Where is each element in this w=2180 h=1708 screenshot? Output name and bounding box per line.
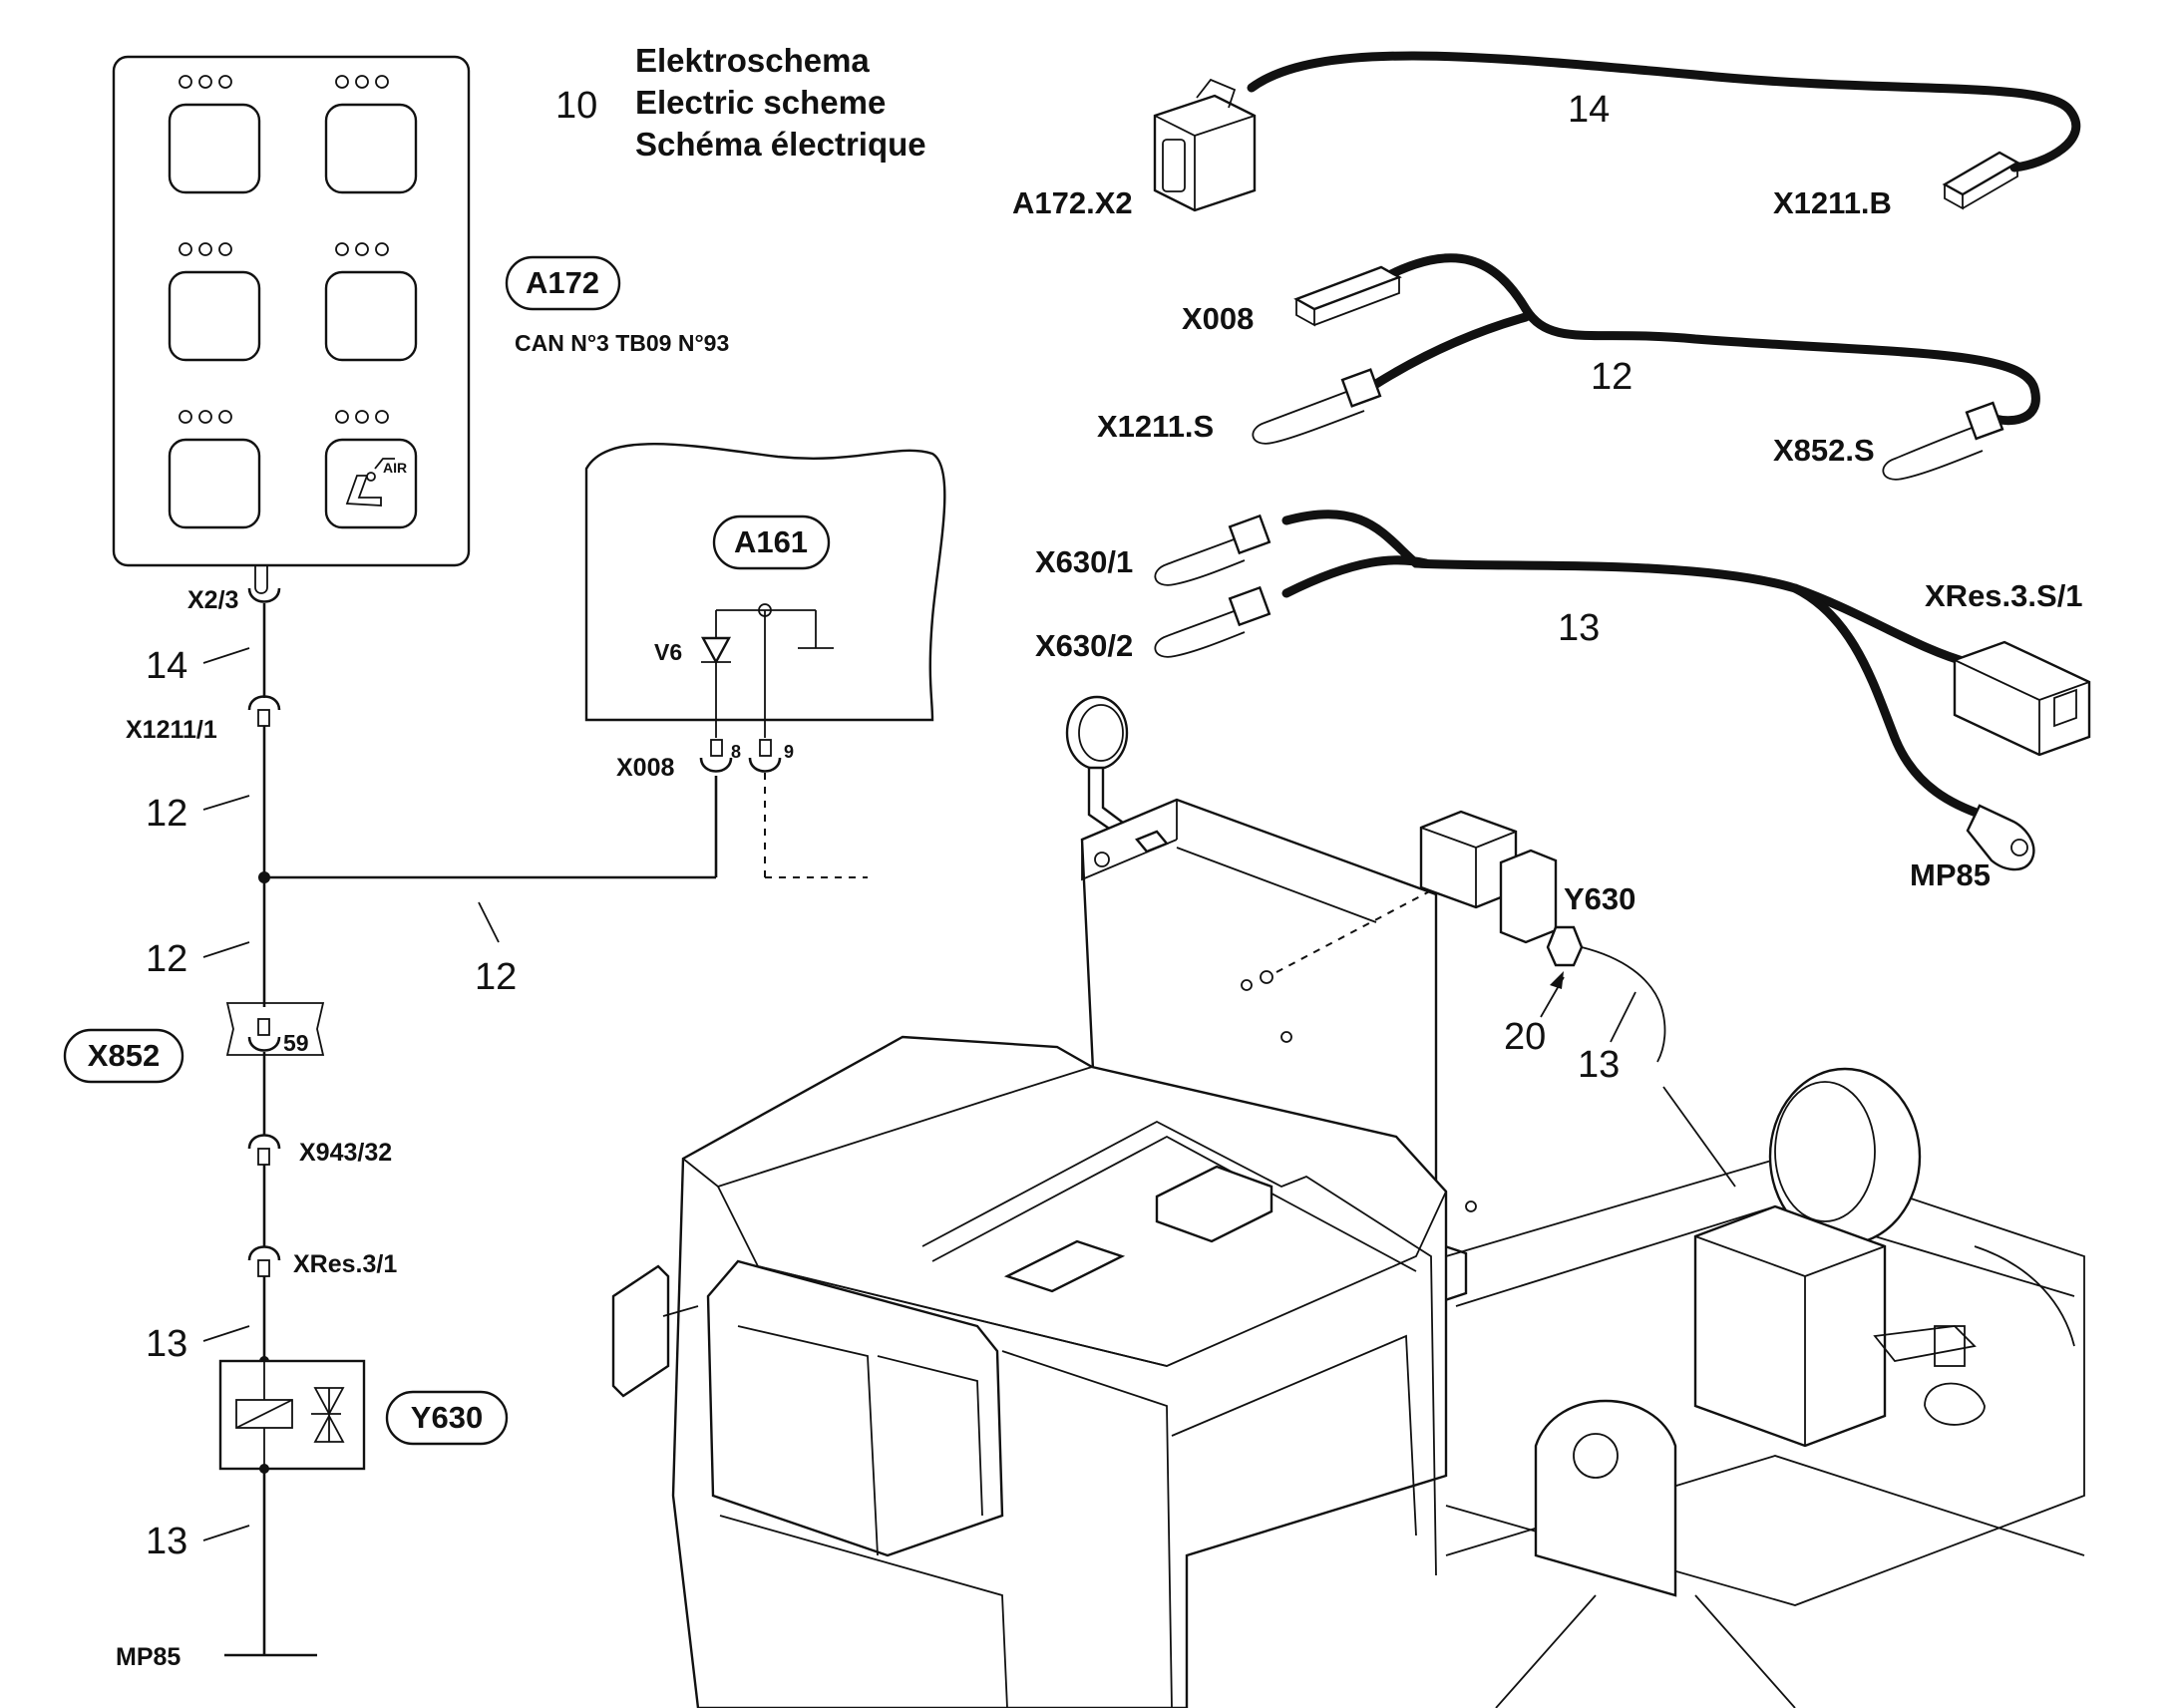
xres3-1-label: XRes.3/1: [293, 1250, 397, 1278]
title-line-fr: Schéma électrique: [635, 126, 926, 163]
mp85-harness-label: MP85: [1910, 857, 1991, 892]
x1211-1-label: X1211/1: [126, 716, 217, 744]
schematic-labels: X2/3 14 X1211/1 12 12 12 59 X943/32 XRes…: [116, 586, 517, 1671]
harness-13-label: 13: [1558, 607, 1600, 649]
harness-12-label: 12: [1591, 356, 1633, 398]
callout-leaders: [1540, 971, 1736, 1188]
a172-can-label: CAN N°3 TB09 N°93: [515, 330, 729, 356]
wire-12c-label: 12: [475, 956, 517, 998]
diode-icon: [700, 636, 732, 665]
y630-badge: Y630: [385, 1390, 509, 1446]
connector-icon: [1153, 78, 1257, 212]
x852-label: X852: [88, 1038, 160, 1073]
wire-12a-label: 12: [146, 793, 187, 835]
pressure-gauge-icon: [1065, 695, 1129, 835]
air-label: AIR: [383, 460, 407, 476]
a161-module: A161: [584, 442, 946, 738]
xres-connector-icon: [1953, 640, 2091, 757]
x008-pin8-label: 8: [731, 742, 741, 762]
title-line-de: Elektroschema: [635, 42, 870, 79]
harness-13: [1154, 510, 2091, 871]
harness-14: [1153, 51, 2081, 212]
y630-label: Y630: [411, 1400, 483, 1435]
x943-32-label: X943/32: [299, 1139, 392, 1167]
x630-1-label: X630/1: [1035, 544, 1133, 579]
switch-panel-icon: [112, 55, 471, 567]
a172-badge: A172: [505, 255, 621, 311]
x630-2-label: X630/2: [1035, 628, 1133, 663]
a172-x2-label: A172.X2: [1012, 185, 1133, 220]
ring-terminal-icon: [1966, 804, 2035, 871]
x008-pin9-label: 9: [784, 742, 794, 762]
solenoid-valve-icon: [218, 1356, 366, 1657]
title-number: 10: [555, 85, 597, 127]
mp85-label: MP85: [116, 1643, 181, 1671]
x852-badge: X852: [63, 1028, 184, 1084]
y630-valve-icon: [1419, 810, 1666, 1063]
harness-12: [1252, 253, 2040, 481]
wire-13b-label: 13: [146, 1521, 187, 1562]
schematic-wiring: [202, 565, 718, 1541]
x1211-b-label: X1211.B: [1773, 185, 1892, 220]
x852-pin-label: 59: [283, 1030, 309, 1056]
x008-schematic-label: X008: [616, 754, 674, 782]
a161-label: A161: [734, 524, 808, 559]
seat-air-icon: AIR: [345, 458, 407, 507]
title-block: 10 Elektroschema Electric scheme Schéma …: [555, 42, 926, 163]
a172-label: A172: [526, 265, 599, 300]
x1211-s-label: X1211.S: [1097, 409, 1214, 444]
callout-20: 20: [1504, 1016, 1546, 1058]
v6-label: V6: [654, 639, 682, 665]
wire-13a-label: 13: [146, 1323, 187, 1365]
callout-13: 13: [1578, 1044, 1620, 1086]
title-line-en: Electric scheme: [635, 84, 886, 121]
y630-machine-label: Y630: [1564, 881, 1635, 916]
wire-12b-label: 12: [146, 938, 187, 980]
excavator-cab-icon: [611, 1035, 2085, 1708]
wire-14-label: 14: [146, 645, 187, 687]
harness-14-label: 14: [1568, 89, 1610, 131]
xres3-s1-label: XRes.3.S/1: [1925, 578, 2083, 613]
x008-harness-label: X008: [1182, 301, 1254, 336]
x008-connectors: [699, 739, 868, 878]
x852-s-label: X852.S: [1773, 433, 1875, 468]
x2-3-label: X2/3: [187, 586, 238, 614]
